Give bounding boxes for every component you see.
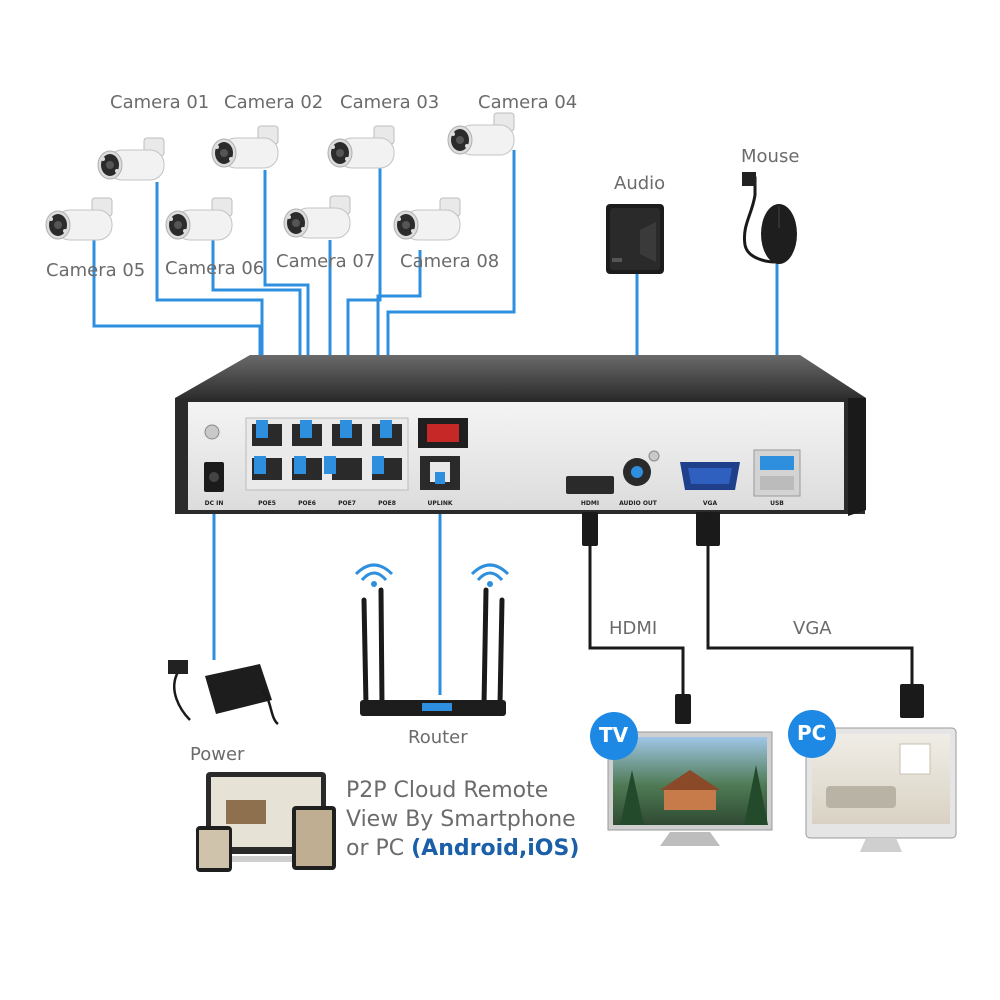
- av-cables: [588, 520, 914, 700]
- camera-icons: [45, 112, 515, 241]
- router-label: Router: [408, 727, 468, 748]
- port-audio-out-label: AUDIO OUT: [619, 500, 657, 507]
- pc-badge-label: PC: [797, 721, 827, 745]
- p2p-remote-text: P2P Cloud Remote View By Smartphone or P…: [346, 776, 579, 863]
- wifi-icon: [354, 563, 510, 582]
- p2p-line-1: P2P Cloud Remote: [346, 778, 549, 803]
- camera-03-label: Camera 03: [340, 92, 440, 113]
- camera-01-label: Camera 01: [110, 92, 210, 113]
- cable-hdmi: [588, 520, 685, 700]
- camera-05-icon: [45, 197, 113, 241]
- camera-08-icon: [393, 197, 461, 241]
- tv-badge-label: TV: [599, 723, 629, 747]
- port-dcin-label: DC IN: [204, 500, 224, 507]
- tv-monitor-icon: [607, 731, 773, 846]
- p2p-platforms: (Android,iOS): [411, 836, 580, 861]
- camera-07-icon: [283, 195, 351, 239]
- p2p-line-3: or PC (Android,iOS): [346, 834, 579, 863]
- camera-02-icon: [211, 125, 279, 169]
- nvr-recorder: [175, 355, 866, 516]
- hdmi-cable-label: HDMI: [609, 618, 658, 639]
- port-poe7-label: POE7: [338, 500, 356, 507]
- camera-01-icon: [97, 137, 165, 181]
- port-vga-label: VGA: [702, 500, 718, 507]
- port-poe5-label: POE5: [258, 500, 276, 507]
- camera-06-icon: [165, 197, 233, 241]
- camera-04-icon: [447, 112, 515, 156]
- mouse-icon: [742, 172, 797, 264]
- p2p-line-3-prefix: or PC: [346, 836, 412, 861]
- router-icon: [354, 563, 510, 716]
- camera-02-label: Camera 02: [224, 92, 324, 113]
- tv-badge: [590, 712, 638, 760]
- port-poe6-label: POE6: [298, 500, 316, 507]
- mouse-label: Mouse: [741, 146, 800, 167]
- port-usb-label: USB: [770, 500, 784, 507]
- camera-06-label: Camera 06: [165, 258, 265, 279]
- camera-07-label: Camera 07: [276, 251, 376, 272]
- port-hdmi-label: HDMI: [580, 500, 600, 507]
- port-uplink-label: UPLINK: [427, 500, 453, 507]
- vga-cable-label: VGA: [793, 618, 832, 639]
- power-adapter-icon: [168, 660, 279, 725]
- camera-05-label: Camera 05: [46, 260, 146, 281]
- cable-vga: [706, 520, 914, 692]
- remote-devices-icon: [196, 772, 336, 872]
- pc-monitor-icon: [805, 727, 957, 852]
- power-label: Power: [190, 744, 245, 765]
- camera-03-icon: [327, 125, 395, 169]
- port-poe8-label: POE8: [378, 500, 396, 507]
- pc-badge: [788, 710, 836, 758]
- camera-08-label: Camera 08: [400, 251, 500, 272]
- p2p-line-2: View By Smartphone: [346, 807, 576, 832]
- camera-04-label: Camera 04: [478, 92, 578, 113]
- cable-connectors: [582, 512, 924, 724]
- audio-label: Audio: [614, 173, 666, 194]
- speaker-icon: [606, 204, 664, 274]
